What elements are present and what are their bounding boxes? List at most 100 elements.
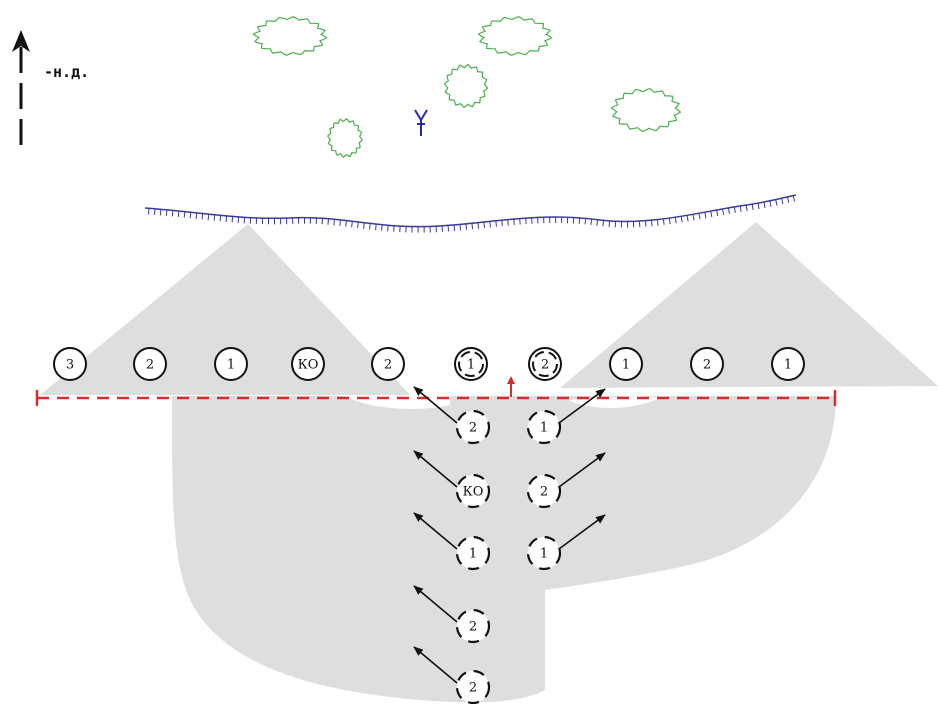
trench-tick [165, 209, 168, 216]
unit-marker [455, 608, 491, 644]
bush-icon [252, 16, 328, 56]
bush-icon [443, 63, 489, 109]
trench-tick [363, 222, 365, 229]
trench-tick [183, 211, 186, 218]
right-sector-triangle [560, 222, 938, 388]
advance-arrow-icon [558, 388, 606, 424]
advance-arrow-icon [413, 450, 458, 488]
unit-marker [455, 473, 491, 509]
trench-tick [453, 224, 456, 231]
trench-tick [357, 221, 359, 229]
trench-tick [722, 208, 725, 215]
trench-tick [650, 220, 653, 227]
trench-tick [465, 223, 468, 230]
front-unit: 2 [133, 347, 167, 381]
front-unit: 1 [214, 347, 248, 381]
unit-marker [526, 535, 562, 571]
trench-tick [781, 198, 784, 205]
unit-marker [609, 347, 643, 381]
assault-zone [172, 396, 836, 703]
trench-tick [733, 206, 736, 213]
trench-tick [596, 219, 599, 226]
unit-marker [455, 409, 491, 445]
trench-tick [751, 204, 754, 211]
arrow-up-icon-head [12, 30, 30, 52]
unit-label: 1 [622, 358, 630, 373]
trench-tick [727, 207, 730, 214]
trench-tick [769, 200, 772, 207]
trench-tick [662, 218, 665, 225]
trench-tick [351, 221, 353, 228]
trench-line-icon [144, 194, 797, 233]
trench-tick [189, 212, 192, 219]
unit-label: 1 [540, 421, 548, 436]
trench-tick [333, 219, 335, 226]
unit-marker [455, 669, 491, 704]
trench-tick [786, 196, 790, 203]
trench-tick [483, 221, 486, 229]
trench-tick [177, 210, 180, 218]
compass-label: -н.д. [44, 63, 89, 81]
trench-tick [495, 220, 497, 227]
unit-label: 1 [227, 358, 235, 373]
left-column-unit: 2 [455, 608, 491, 644]
advance-arrow-icon [413, 585, 458, 623]
trench-tick [459, 224, 462, 231]
advance-arrow-icon [558, 514, 606, 550]
trench-tick [507, 219, 509, 226]
bush-icon [327, 117, 363, 159]
unit-marker [690, 347, 724, 381]
unit-label: 2 [540, 485, 548, 500]
advance-arrow-icon [558, 452, 606, 488]
trench-tick [680, 216, 683, 223]
unit-marker [526, 473, 562, 509]
unit-marker [53, 347, 87, 381]
trench-tick [153, 208, 156, 215]
unit-label: 2 [469, 421, 477, 436]
trench-tick [219, 215, 222, 222]
right-column-unit: 1 [526, 535, 562, 571]
trench-tick [381, 224, 383, 231]
trench-tick [207, 214, 210, 221]
north-direction-indicator: -н.д. [12, 30, 89, 145]
unit-label: 2 [541, 358, 549, 373]
unit-marker [771, 347, 805, 381]
left-column-unit: 2 [455, 409, 491, 445]
trench-tick [686, 215, 689, 222]
unit-label: 3 [66, 358, 74, 373]
vegetation [252, 16, 682, 159]
trench-tick [471, 223, 474, 230]
left-column-unit: 2 [455, 669, 491, 704]
trench-tick [225, 215, 228, 222]
unit-marker [214, 347, 248, 381]
trench-tick [171, 210, 174, 217]
advance-arrow-icon [413, 512, 458, 550]
trench-tick [201, 213, 204, 220]
front-unit: 1 [609, 347, 643, 381]
bush-icon [477, 16, 553, 56]
unit-label: 1 [540, 547, 548, 562]
front-unit: 2 [371, 347, 405, 381]
trench-tick [327, 218, 329, 225]
enemy-post-icon [414, 109, 428, 136]
unit-label: 1 [469, 547, 477, 562]
trench-tick [668, 218, 671, 225]
unit-label: 1 [467, 358, 475, 373]
trench-tick [763, 201, 766, 209]
advance-arrow-icon [413, 646, 458, 684]
unit-marker-inner [458, 351, 484, 377]
unit-label: 1 [784, 358, 792, 373]
front-unit: 2 [528, 347, 562, 381]
trench-tick [710, 211, 713, 218]
trench-tick [739, 205, 742, 212]
trench-tick [387, 225, 389, 232]
trench-tick [339, 219, 341, 226]
trench-tick [477, 222, 480, 229]
front-unit: 3 [53, 347, 87, 381]
trench-tick [213, 214, 216, 221]
trench-tick [656, 219, 659, 226]
trench-tick [775, 199, 778, 206]
